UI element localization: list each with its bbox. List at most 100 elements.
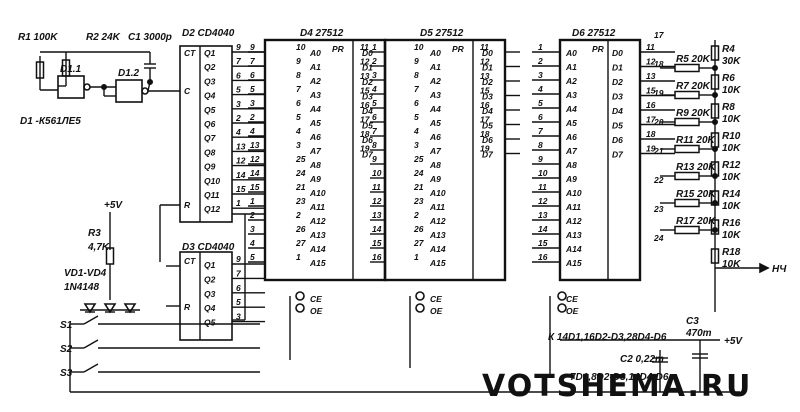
pinno-d2: 9 xyxy=(236,42,241,52)
pin-q: Q7 xyxy=(204,133,217,143)
junction-dot xyxy=(711,65,718,72)
pinno-d5-in: 9 xyxy=(372,154,377,164)
ce-bubble xyxy=(415,291,425,301)
pin-d-d6: D0 xyxy=(612,48,623,58)
pinno-d2: 4 xyxy=(235,127,241,137)
pinno-d4-a: 10 xyxy=(296,42,306,52)
pinno-d4-in: 4 xyxy=(249,126,255,136)
label-plus5v: +5V xyxy=(104,200,123,211)
pinno-d5-d: 18 xyxy=(480,129,490,139)
pin-a-d6: A4 xyxy=(565,104,577,114)
diode-icon xyxy=(103,303,117,314)
pinno-d6-d: 11 xyxy=(646,42,655,52)
pinno-d4-a: 1 xyxy=(296,252,301,262)
resistor-body xyxy=(674,171,700,181)
pin-ct-d3: CT xyxy=(184,256,196,266)
pin-oe-d5: OE xyxy=(430,306,443,316)
pinno-d5-a: 5 xyxy=(414,112,419,122)
pin-a-d6: A9 xyxy=(565,174,577,184)
oe-bubble xyxy=(295,303,305,313)
pin-d-d4: D3 xyxy=(362,92,373,102)
chip-d2 xyxy=(179,45,233,223)
gate-d11-bubble xyxy=(83,83,91,91)
pinno-d5-d: 12 xyxy=(480,57,490,67)
pin-a-d6: A3 xyxy=(565,90,577,100)
pinno-d6-in: 4 xyxy=(537,84,543,94)
junction-dot xyxy=(711,92,718,99)
pin-q-d3: Q2 xyxy=(204,274,216,284)
label-ladder-shunt-value: 30K xyxy=(722,56,741,67)
junction-dot xyxy=(101,84,108,91)
pinno-d5-d: 15 xyxy=(480,86,490,96)
ce-bubble xyxy=(557,291,567,301)
label-ladder-shunt: R10 xyxy=(722,131,741,142)
pinno-d2: 5 xyxy=(236,85,241,95)
pinno-d4-a: 24 xyxy=(295,168,306,178)
label-s3: S3 xyxy=(60,368,73,379)
pin-d-d5: D4 xyxy=(482,106,493,116)
pin-a-d6: A2 xyxy=(565,76,577,86)
pin-q-d3: Q5 xyxy=(204,318,216,328)
pinno-d4-in: 3 xyxy=(250,224,255,234)
pinno-d4-d: 19 xyxy=(360,144,370,154)
label-ladder-shunt-value: 10K xyxy=(722,114,741,125)
label-vd-type: 1N4148 xyxy=(64,282,99,293)
label-d12: D1.2 xyxy=(118,68,140,79)
pinno-d6-in: 9 xyxy=(538,154,543,164)
pinno-d3: 7 xyxy=(236,268,242,278)
pin-a-d5: A13 xyxy=(429,230,446,240)
chip-d5 xyxy=(383,38,507,282)
pinno-d4-a: 25 xyxy=(295,154,306,164)
pin-d-d4: D7 xyxy=(362,150,374,160)
label-ladder-series: R7 20K xyxy=(676,81,711,92)
resistor-body xyxy=(710,132,720,148)
label-d3: D3 CD4040 xyxy=(182,242,235,253)
pin-q: Q8 xyxy=(204,147,216,157)
pin-d-d6: D4 xyxy=(612,106,623,116)
pin-a-d5: A8 xyxy=(429,160,441,170)
pinno-d6-d: 19 xyxy=(646,144,656,154)
pinno-d5-a: 24 xyxy=(413,168,424,178)
pin-a-d6: A6 xyxy=(565,132,577,142)
pinno-d6-in: 11 xyxy=(538,182,547,192)
pin-d-d6: D1 xyxy=(612,63,623,73)
pinno-d5-in: 8 xyxy=(372,140,377,150)
junction-dot xyxy=(711,227,718,234)
label-ladder-shunt: R12 xyxy=(722,160,741,171)
pinno-ladder: 20 xyxy=(653,117,664,127)
pinno-d6-in: 1 xyxy=(538,42,543,52)
label-ladder-shunt: R16 xyxy=(722,218,741,229)
pin-d-d6: D6 xyxy=(612,135,623,145)
pinno-d4-in: 7 xyxy=(250,56,256,66)
label-r1: R1 100K xyxy=(18,32,58,43)
pin-a-d4: A3 xyxy=(309,90,321,100)
pinno-d4-d: 13 xyxy=(360,71,370,81)
pin-q: Q10 xyxy=(204,176,220,186)
pin-a-d5: A7 xyxy=(429,146,442,156)
pinno-d5-in: 5 xyxy=(372,98,377,108)
label-r3: R3 xyxy=(88,228,101,239)
label-d11: D1.1 xyxy=(60,64,82,75)
pinno-ladder: 21 xyxy=(653,146,664,156)
pin-a-d5: A15 xyxy=(429,258,446,268)
pinno-d5-d: 16 xyxy=(480,100,490,110)
resistor-body xyxy=(710,161,720,177)
label-ladder-shunt-value: 10K xyxy=(722,259,741,270)
label-r3-value: 4,7K xyxy=(87,242,110,253)
pin-a-d4: A14 xyxy=(309,244,326,254)
pinno-ladder: 24 xyxy=(653,233,664,243)
pinno-d4-in: 5 xyxy=(250,84,255,94)
pinno-d6-in: 10 xyxy=(538,168,548,178)
pin-a-d6: A1 xyxy=(565,62,577,72)
label-ladder-shunt: R4 xyxy=(722,44,735,55)
pin-a-d4: A1 xyxy=(309,62,321,72)
resistor-body xyxy=(105,247,115,265)
pinno-d2: 13 xyxy=(236,141,246,151)
pinno-d5-a: 2 xyxy=(413,210,419,220)
pinno-d4-a: 8 xyxy=(296,70,301,80)
pinno-d2: 7 xyxy=(236,56,242,66)
resistor-body xyxy=(674,90,700,100)
pin-d-d4: D0 xyxy=(362,48,373,58)
pin-a-d5: A2 xyxy=(429,76,441,86)
